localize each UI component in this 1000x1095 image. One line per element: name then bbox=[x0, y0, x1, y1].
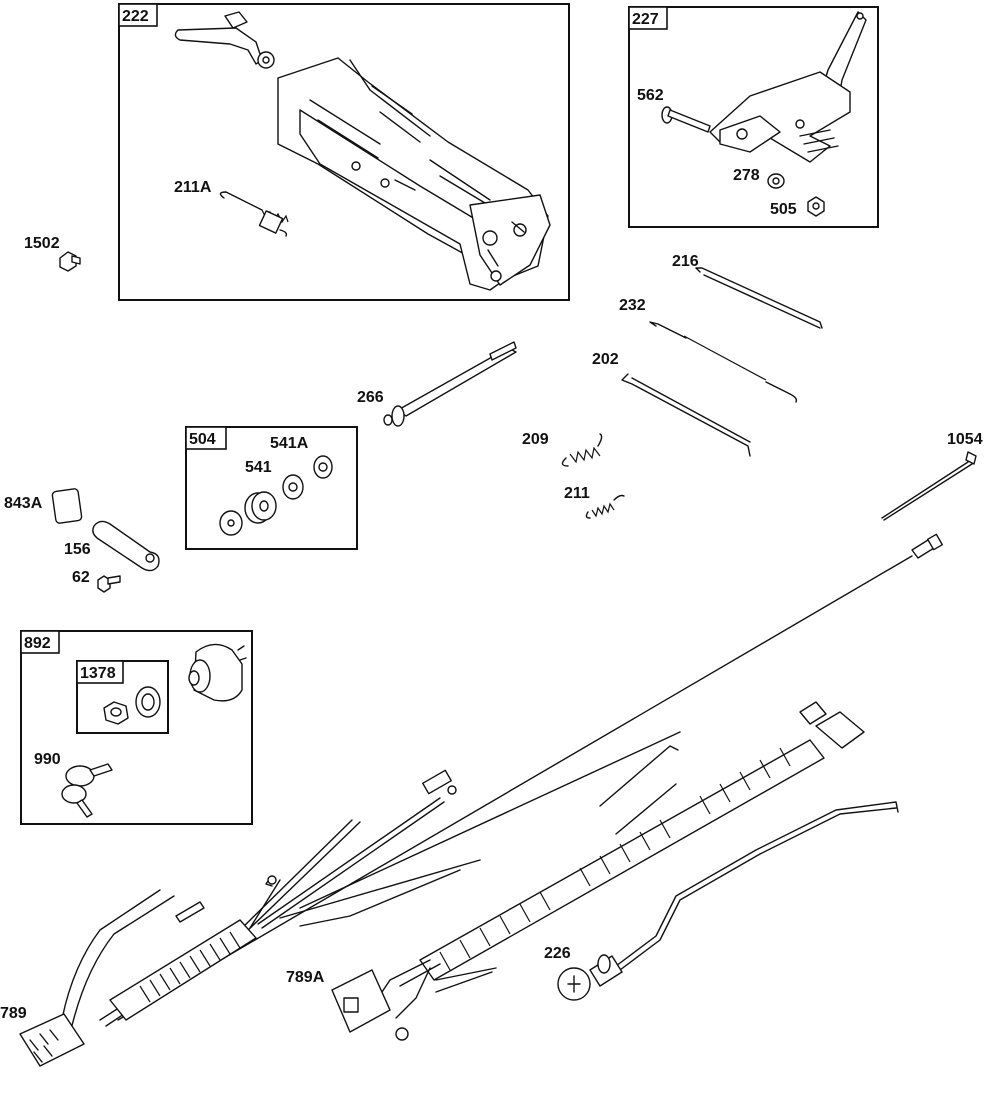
box-label-504: 504 bbox=[189, 431, 216, 448]
washer-set-504-part bbox=[219, 455, 333, 536]
bolt-562-part bbox=[661, 106, 711, 133]
callout-505: 505 bbox=[770, 201, 797, 218]
assembly-box-892: 892 1378 bbox=[20, 630, 253, 825]
callout-541: 541 bbox=[245, 459, 272, 476]
control-bracket-part bbox=[174, 11, 551, 291]
box-label-227: 227 bbox=[632, 11, 659, 28]
spring-211a-part bbox=[219, 191, 289, 237]
callout-266: 266 bbox=[357, 389, 384, 406]
callout-211a: 211A bbox=[174, 179, 212, 196]
callout-541a: 541A bbox=[270, 435, 309, 452]
callout-62: 62 bbox=[72, 569, 90, 586]
spring-232-part bbox=[649, 321, 798, 403]
callout-226: 226 bbox=[544, 945, 571, 962]
spring-209-part bbox=[561, 433, 603, 467]
ignition-switch-part bbox=[188, 643, 247, 702]
spring-211-part bbox=[585, 494, 625, 519]
link-rod-202-part bbox=[621, 373, 751, 457]
callout-156: 156 bbox=[64, 541, 91, 558]
callout-789a: 789A bbox=[286, 969, 325, 986]
shaft-266-part bbox=[383, 341, 517, 427]
callout-202: 202 bbox=[592, 351, 619, 368]
ground-wire-part bbox=[117, 533, 944, 1021]
box-label-892: 892 bbox=[24, 635, 51, 652]
nut-1378-part bbox=[103, 686, 161, 725]
assembly-box-227: 227 bbox=[628, 6, 879, 228]
washer-278-part bbox=[767, 173, 785, 189]
bolt-1502-part bbox=[59, 251, 81, 272]
lever-156-part bbox=[92, 520, 160, 572]
pad-843a-part bbox=[51, 488, 83, 524]
callout-1502: 1502 bbox=[24, 235, 60, 252]
wire-harness-789-part bbox=[19, 731, 681, 1067]
callout-211: 211 bbox=[564, 485, 590, 502]
screw-62-part bbox=[97, 575, 121, 593]
callout-232: 232 bbox=[619, 297, 646, 314]
link-rod-216-part bbox=[695, 267, 823, 329]
callout-278: 278 bbox=[733, 167, 760, 184]
assembly-box-504: 504 bbox=[185, 426, 358, 550]
box-label-222: 222 bbox=[122, 8, 149, 25]
nut-505-part bbox=[807, 196, 825, 217]
callout-843a: 843A bbox=[4, 495, 43, 512]
cable-tie-1054-part bbox=[881, 451, 977, 521]
callout-216: 216 bbox=[672, 253, 699, 270]
wire-harness-789a-part bbox=[331, 701, 865, 1041]
control-plate-227-part bbox=[709, 11, 867, 163]
callout-1054: 1054 bbox=[947, 431, 983, 448]
box-label-1378: 1378 bbox=[80, 665, 116, 682]
callout-562: 562 bbox=[637, 87, 664, 104]
callout-789: 789 bbox=[0, 1005, 27, 1022]
callout-990: 990 bbox=[34, 751, 61, 768]
callout-209: 209 bbox=[522, 431, 549, 448]
choke-cable-226-part bbox=[557, 801, 899, 1001]
assembly-box-222: 222 bbox=[118, 3, 570, 301]
keys-990-part bbox=[61, 763, 113, 818]
